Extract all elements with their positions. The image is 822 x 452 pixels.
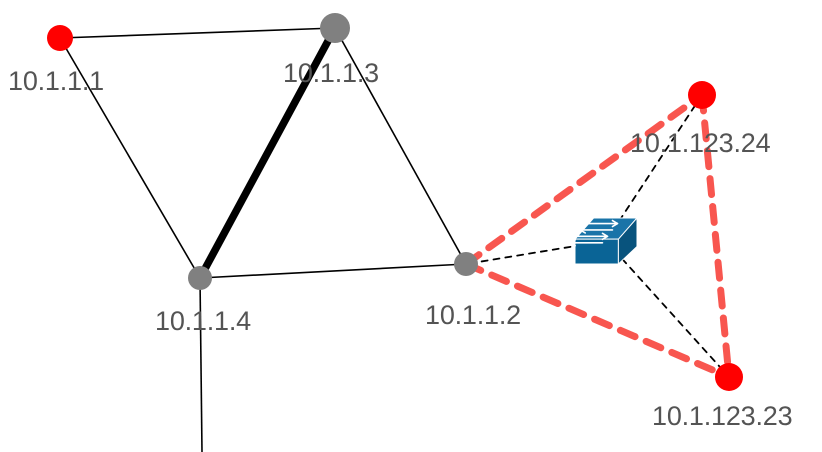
edge-sw1-n23 [605, 240, 730, 378]
edge-n2-n23 [462, 260, 733, 381]
edge-n3-n4 [196, 26, 339, 280]
nodes-layer [47, 13, 743, 391]
edge-n2-n24 [462, 91, 706, 268]
node-label-10.1.1.1: 10.1.1.1 [8, 66, 104, 96]
node-label-10.1.1.4: 10.1.1.4 [155, 306, 251, 336]
edge-n1-n3 [59, 27, 336, 39]
edge-n1-n4 [59, 37, 201, 279]
node-10.1.123.24[interactable] [688, 81, 716, 109]
node-10.1.1.4[interactable] [188, 266, 212, 290]
node-10.1.1.1[interactable] [47, 25, 73, 51]
node-10.1.123.23[interactable] [715, 363, 743, 391]
edge-n24-n23 [698, 91, 733, 381]
edge-n4-stub_bottom [199, 277, 203, 452]
edge-n4-n2 [199, 263, 467, 279]
switch-side-face [617, 216, 638, 266]
edge-sw1-n24 [605, 94, 703, 242]
node-label-10.1.1.3: 10.1.1.3 [283, 58, 379, 88]
node-10.1.1.3[interactable] [320, 13, 350, 43]
node-label-10.1.1.2: 10.1.1.2 [425, 300, 521, 330]
network-switch-icon[interactable] [569, 216, 639, 266]
devices-layer [569, 216, 639, 266]
node-10.1.1.2[interactable] [454, 252, 478, 276]
node-label-10.1.123.24: 10.1.123.24 [630, 128, 771, 158]
edge-n3-n2 [334, 27, 467, 265]
node-label-10.1.123.23: 10.1.123.23 [652, 401, 793, 431]
switch-arrows-icon [569, 219, 619, 247]
